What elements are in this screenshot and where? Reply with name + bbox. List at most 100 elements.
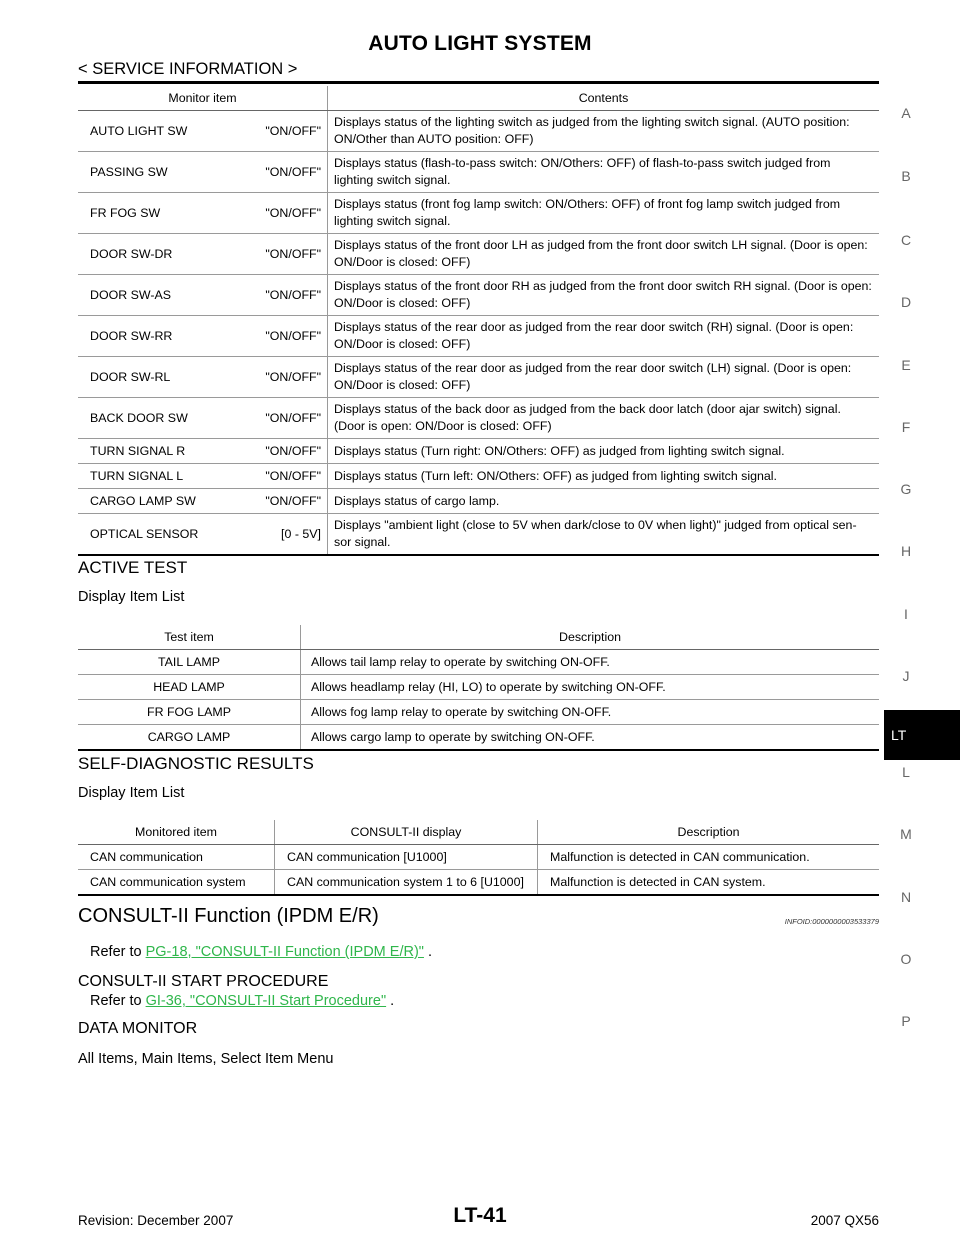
monitor-contents-cell: Displays status of the rear door as judg… (327, 356, 879, 398)
monitor-row: DOOR SW-RL "ON/OFF" Displays status of the… (78, 356, 879, 398)
monitor-item-cell: TURN SIGNAL L"ON/OFF" (78, 463, 328, 489)
monitor-contents-cell: Displays status of the rear door as judg… (327, 315, 879, 357)
test-description-cell: Allows cargo lamp to operate by switchin… (300, 724, 879, 751)
monitor-contents-cell: Displays status of the front door RH as … (327, 274, 879, 316)
test-item-cell: TAIL LAMP (78, 649, 301, 675)
reference-line-2: Refer to GI-36, "CONSULT-II Start Proced… (90, 993, 394, 1009)
pg-18-link[interactable]: PG-18, "CONSULT-II Function (IPDM E/R)" (145, 944, 424, 960)
monitor-item-value: "ON/OFF" (265, 328, 321, 343)
revision-date: Revision: December 2007 (78, 1213, 234, 1228)
self-diagnostic-table: Monitored item CONSULT-II display Descri… (78, 820, 879, 896)
monitor-item-name: DOOR SW-AS (90, 287, 172, 302)
monitor-item-cell: DOOR SW-RR "ON/OFF" (78, 315, 328, 357)
monitor-item-header: Monitor item (78, 86, 328, 111)
monitor-item-value: "ON/OFF" (265, 369, 321, 384)
side-index-letter[interactable]: H (900, 543, 912, 559)
monitor-item-value: "ON/OFF" (265, 287, 321, 302)
monitor-row: PASSING SW"ON/OFF"Displays status (flash… (78, 151, 879, 193)
monitor-item-value: "ON/OFF" (265, 493, 321, 508)
consult-display-cell: CAN communication [U1000] (274, 844, 538, 870)
vehicle-model: 2007 QX56 (810, 1213, 879, 1228)
monitor-row: FR FOG SW"ON/OFF"Displays status (front … (78, 192, 879, 234)
test-description-cell: Allows tail lamp relay to operate by swi… (300, 649, 879, 675)
side-index-letter[interactable]: G (900, 481, 912, 497)
section-header: < SERVICE INFORMATION > (78, 60, 298, 78)
monitor-row: DOOR SW-AS "ON/OFF" Displays status of the… (78, 274, 879, 316)
monitor-item-value: "ON/OFF" (265, 443, 321, 458)
monitor-item-name: DOOR SW-RR (90, 328, 173, 343)
monitor-contents-cell: Displays status (Turn left: ON/Others: O… (327, 463, 879, 489)
monitored-item-header: Monitored item (78, 820, 275, 845)
side-index-letter[interactable]: F (901, 419, 911, 435)
side-index-letter[interactable]: M (900, 826, 912, 842)
side-index-active-label: LT (891, 727, 907, 743)
side-index-letter[interactable]: P (901, 1013, 911, 1029)
monitor-item-value: "ON/OFF" (265, 205, 321, 220)
monitor-item-name: TURN SIGNAL R (90, 443, 186, 458)
reference-prefix: Refer to (90, 993, 146, 1009)
header-rule (78, 81, 879, 84)
gi-36-link[interactable]: GI-36, "CONSULT-II Start Procedure" (145, 993, 387, 1009)
monitor-item-value: "ON/OFF" (265, 123, 321, 138)
side-index-letter[interactable]: O (900, 951, 912, 967)
side-index-letter[interactable]: D (900, 294, 912, 310)
monitor-row: TURN SIGNAL L"ON/OFF"Displays status (Tu… (78, 463, 879, 489)
side-index-letter[interactable]: C (900, 232, 912, 248)
side-index-active-tab[interactable]: LT (884, 710, 960, 760)
test-item-header: Test item (78, 625, 301, 650)
monitor-contents-cell: Displays "ambient light (close to 5V whe… (327, 513, 879, 556)
monitor-contents-cell: Displays status of the back door as judg… (327, 397, 879, 439)
side-index-letter[interactable]: L (902, 764, 910, 780)
monitor-contents-cell: Displays status of cargo lamp. (327, 488, 879, 514)
monitor-item-name: DOOR SW-RL (90, 369, 171, 384)
reference-suffix: . (423, 944, 433, 960)
page-number: LT-41 (453, 1204, 507, 1227)
monitor-contents-cell: Displays status (Turn right: ON/Others: … (327, 438, 879, 464)
monitor-row: OPTICAL SENSOR[0 - 5V]Displays "ambient … (78, 513, 879, 556)
monitor-item-cell: BACK DOOR SW"ON/OFF" (78, 397, 328, 439)
side-index-letter[interactable]: E (901, 357, 911, 373)
monitor-item-name: AUTO LIGHT SW (90, 123, 188, 138)
description-header: Description (300, 625, 879, 650)
reference-line-1: Refer to PG-18, "CONSULT-II Function (IP… (90, 944, 432, 960)
active-test-heading: ACTIVE TEST (78, 558, 188, 577)
monitor-item-cell: DOOR SW-DR "ON/OFF" (78, 233, 328, 275)
monitor-item-cell: DOOR SW-RL "ON/OFF" (78, 356, 328, 398)
side-index-letter[interactable]: J (902, 668, 910, 684)
monitor-item-value: "ON/OFF" (265, 246, 321, 261)
side-index-letter[interactable]: I (904, 606, 908, 622)
side-index-letter[interactable]: A (901, 105, 911, 121)
monitor-item-value: "ON/OFF" (265, 468, 321, 483)
monitor-item-name: OPTICAL SENSOR (90, 526, 199, 541)
test-item-cell: FR FOG LAMP (78, 699, 301, 725)
contents-header: Contents (327, 86, 879, 111)
monitor-item-name: PASSING SW (90, 164, 168, 179)
monitor-item-cell: TURN SIGNAL R "ON/OFF" (78, 438, 328, 464)
self-diagnostic-subheading: Display Item List (78, 785, 185, 801)
monitor-item-cell: PASSING SW"ON/OFF" (78, 151, 328, 193)
side-index-letter[interactable]: B (901, 168, 911, 184)
monitor-item-cell: AUTO LIGHT SW "ON/OFF" (78, 110, 328, 152)
monitor-item-cell: CARGO LAMP SW "ON/OFF" (78, 488, 328, 514)
monitor-row: TURN SIGNAL R "ON/OFF" Displays status (Tu… (78, 438, 879, 464)
data-monitor-heading: DATA MONITOR (78, 1020, 198, 1037)
monitor-item-table: Monitor item Contents AUTO LIGHT SW "ON/O… (78, 86, 879, 556)
monitor-row: DOOR SW-RR "ON/OFF" Displays status of the… (78, 315, 879, 357)
side-index-letter[interactable]: N (900, 889, 912, 905)
monitor-item-name: DOOR SW-DR (90, 246, 173, 261)
sd-description-cell: Malfunction is detected in CAN system. (537, 869, 879, 896)
active-test-subheading: Display Item List (78, 589, 185, 605)
monitor-item-name: CARGO LAMP SW (90, 493, 196, 508)
monitored-item-cell: CAN communication system (78, 869, 275, 896)
self-diagnostic-heading: SELF-DIAGNOSTIC RESULTS (78, 754, 314, 773)
monitor-contents-cell: Displays status of the front door LH as … (327, 233, 879, 275)
monitor-item-cell: FR FOG SW"ON/OFF" (78, 192, 328, 234)
monitor-row: CARGO LAMP SW "ON/OFF" Displays status of … (78, 488, 879, 514)
